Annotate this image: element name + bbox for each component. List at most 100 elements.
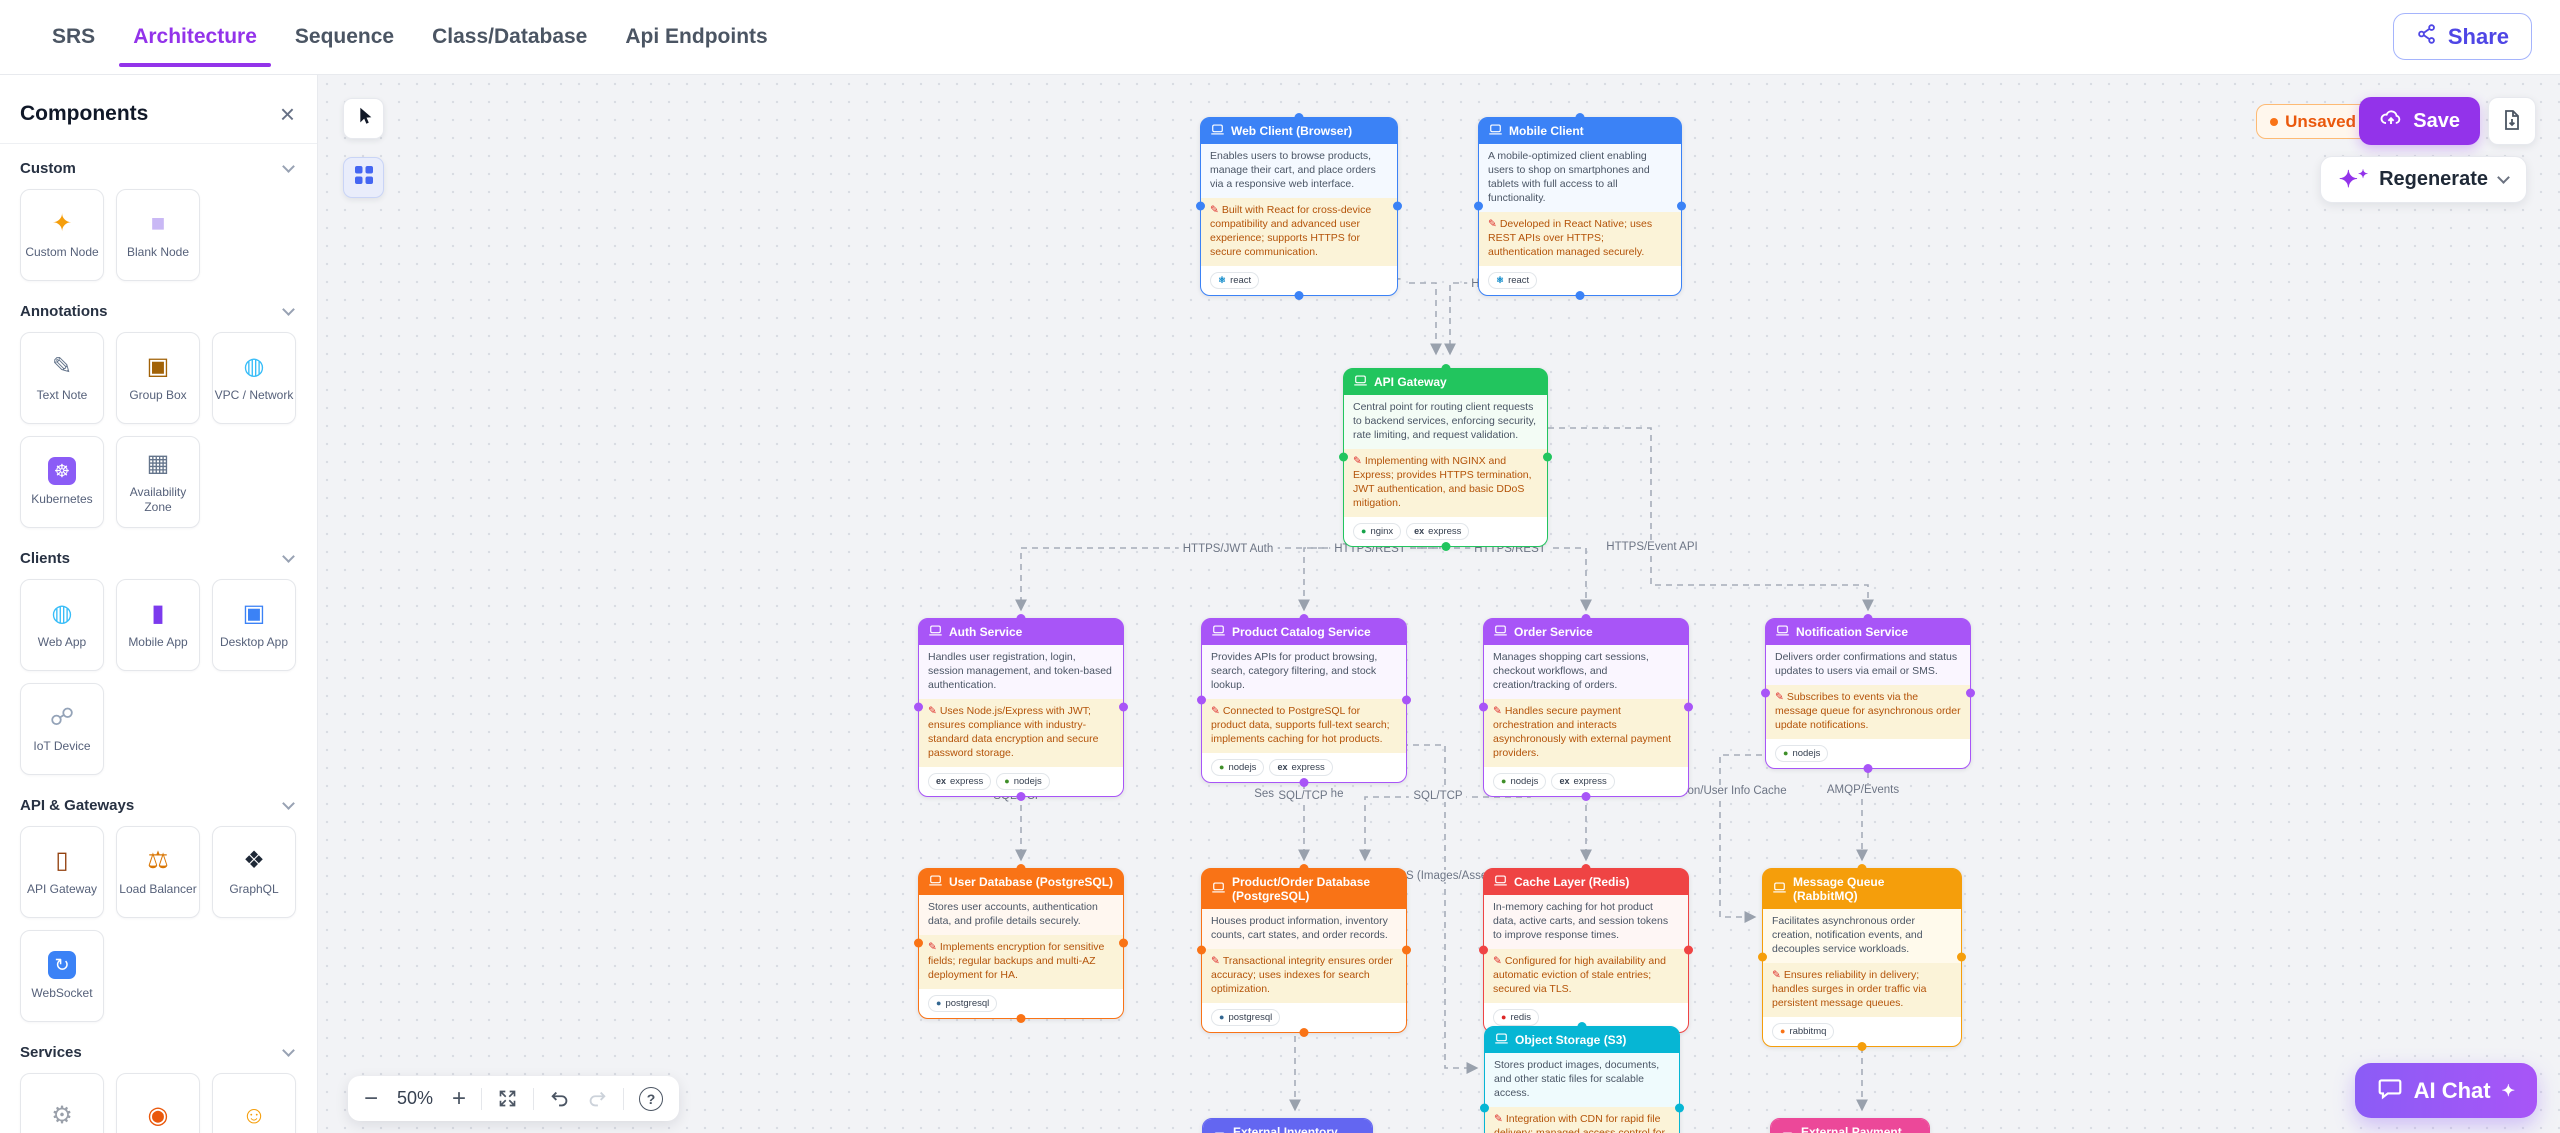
save-button[interactable]: Save — [2359, 97, 2480, 145]
close-icon[interactable]: × — [279, 99, 295, 129]
tab-architecture[interactable]: Architecture — [117, 0, 273, 74]
connection-handle[interactable] — [1299, 777, 1309, 787]
connection-handle[interactable] — [1016, 864, 1026, 873]
connection-handle[interactable] — [1119, 938, 1128, 948]
connection-handle[interactable] — [1283, 1119, 1292, 1123]
connection-handle[interactable] — [1863, 763, 1873, 773]
section-header-annotations[interactable]: Annotations — [20, 303, 297, 320]
diagram-canvas[interactable]: SessacheIfHTTPS/RESTHTTPS/RESTHTTPS/JWT … — [318, 75, 2560, 1133]
connection-handle[interactable] — [1402, 945, 1411, 955]
connection-handle[interactable] — [1577, 1022, 1587, 1031]
connection-handle[interactable] — [1684, 702, 1693, 712]
export-document-button[interactable] — [2488, 97, 2536, 145]
connection-handle[interactable] — [1339, 452, 1348, 462]
connection-handle[interactable] — [1294, 290, 1304, 300]
connection-handle[interactable] — [1957, 952, 1966, 962]
connection-handle[interactable] — [1857, 864, 1867, 873]
connection-handle[interactable] — [914, 702, 923, 712]
tile-web-app[interactable]: ◍Web App — [20, 579, 104, 671]
connection-handle[interactable] — [1581, 864, 1591, 873]
connection-handle[interactable] — [1197, 945, 1206, 955]
tab-api-endpoints[interactable]: Api Endpoints — [625, 25, 768, 48]
tile-websocket[interactable]: ↻WebSocket — [20, 930, 104, 1022]
tile-text-note[interactable]: ✎Text Note — [20, 332, 104, 424]
connection-handle[interactable] — [1479, 702, 1488, 712]
section-header-api-gateways[interactable]: API & Gateways — [20, 797, 297, 814]
tab-sequence[interactable]: Sequence — [294, 25, 395, 48]
connection-handle[interactable] — [1016, 1013, 1026, 1023]
connection-handle[interactable] — [1684, 945, 1693, 955]
tile-custom-node[interactable]: ✦Custom Node — [20, 189, 104, 281]
connection-handle[interactable] — [1677, 201, 1686, 211]
tile-load-balancer[interactable]: ⚖Load Balancer — [116, 826, 200, 918]
redo-button[interactable] — [586, 1088, 608, 1110]
connection-handle[interactable] — [1474, 201, 1483, 211]
connection-handle[interactable] — [1402, 695, 1411, 705]
connection-handle[interactable] — [1863, 614, 1873, 623]
fit-view-button[interactable] — [497, 1088, 518, 1109]
connection-handle[interactable] — [1966, 688, 1975, 698]
zoom-out-button[interactable]: − — [364, 1084, 379, 1112]
connection-handle[interactable] — [1299, 864, 1309, 873]
connection-handle[interactable] — [1845, 1119, 1855, 1123]
connection-handle[interactable] — [1299, 614, 1309, 623]
node-user-database[interactable]: User Database (PostgreSQL)Stores user ac… — [914, 864, 1128, 1023]
connection-handle[interactable] — [1479, 945, 1488, 955]
section-header-custom[interactable]: Custom — [20, 160, 297, 177]
tile-graphql[interactable]: ❖GraphQL — [212, 826, 296, 918]
node-cache-layer[interactable]: Cache Layer (Redis)In-memory caching for… — [1479, 864, 1693, 1037]
layout-tool-button[interactable] — [343, 157, 384, 198]
tab-srs[interactable]: SRS — [52, 25, 96, 48]
tile-blank-node[interactable]: ■Blank Node — [116, 189, 200, 281]
connection-handle[interactable] — [1294, 113, 1304, 122]
tile-item[interactable]: ◉ — [116, 1073, 200, 1133]
tile-mobile-app[interactable]: ▮Mobile App — [116, 579, 200, 671]
tile-vpc-network[interactable]: ◍VPC / Network — [212, 332, 296, 424]
connection-handle[interactable] — [1581, 791, 1591, 801]
connection-handle[interactable] — [1581, 614, 1591, 623]
connection-handle[interactable] — [914, 938, 923, 948]
tile-iot-device[interactable]: ☍IoT Device — [20, 683, 104, 775]
tile-api-gateway[interactable]: ▯API Gateway — [20, 826, 104, 918]
pointer-tool-button[interactable] — [343, 98, 384, 139]
connection-handle[interactable] — [1480, 1103, 1489, 1113]
connection-handle[interactable] — [1016, 791, 1026, 801]
connection-handle[interactable] — [1761, 688, 1770, 698]
node-object-storage[interactable]: Object Storage (S3)Stores product images… — [1480, 1022, 1684, 1133]
connection-handle[interactable] — [1543, 452, 1552, 462]
section-header-clients[interactable]: Clients — [20, 550, 297, 567]
connection-handle[interactable] — [1441, 541, 1450, 551]
connection-handle[interactable] — [1119, 702, 1128, 712]
connection-handle[interactable] — [1758, 952, 1767, 962]
connection-handle[interactable] — [1196, 201, 1205, 211]
tile-item[interactable]: ☺ — [212, 1073, 296, 1133]
tile-group-box[interactable]: ▣Group Box — [116, 332, 200, 424]
help-button[interactable]: ? — [639, 1086, 664, 1111]
tile-availability-zone[interactable]: ▦Availability Zone — [116, 436, 200, 528]
node-external-payment-gateway[interactable]: External Payment Gateway✎ — [1770, 1118, 1930, 1133]
node-product-order-database[interactable]: Product/Order Database (PostgreSQL)House… — [1197, 864, 1411, 1037]
connection-handle[interactable] — [1575, 290, 1585, 300]
node-message-queue[interactable]: Message Queue (RabbitMQ)Facilitates asyn… — [1758, 864, 1966, 1051]
tile-desktop-app[interactable]: ▣Desktop App — [212, 579, 296, 671]
node-web-client[interactable]: Web Client (Browser)Enables users to bro… — [1196, 113, 1402, 300]
connection-handle[interactable] — [1016, 614, 1026, 623]
regenerate-button[interactable]: ✦✦ Regenerate — [2319, 156, 2527, 203]
tile-kubernetes[interactable]: ☸Kubernetes — [20, 436, 104, 528]
connection-handle[interactable] — [1441, 364, 1450, 373]
connection-handle[interactable] — [1857, 1041, 1867, 1051]
connection-handle[interactable] — [1197, 695, 1206, 705]
zoom-in-button[interactable]: + — [452, 1084, 467, 1112]
connection-handle[interactable] — [1575, 113, 1585, 122]
undo-button[interactable] — [549, 1088, 571, 1110]
tile-item[interactable]: ⚙ — [20, 1073, 104, 1133]
node-external-inventory-system[interactable]: External Inventory System✎ — [1202, 1118, 1373, 1133]
section-header-services[interactable]: Services — [20, 1044, 297, 1061]
connection-handle[interactable] — [1299, 1027, 1309, 1037]
ai-chat-button[interactable]: AI Chat ✦ — [2354, 1063, 2537, 1118]
connection-handle[interactable] — [1675, 1103, 1684, 1113]
